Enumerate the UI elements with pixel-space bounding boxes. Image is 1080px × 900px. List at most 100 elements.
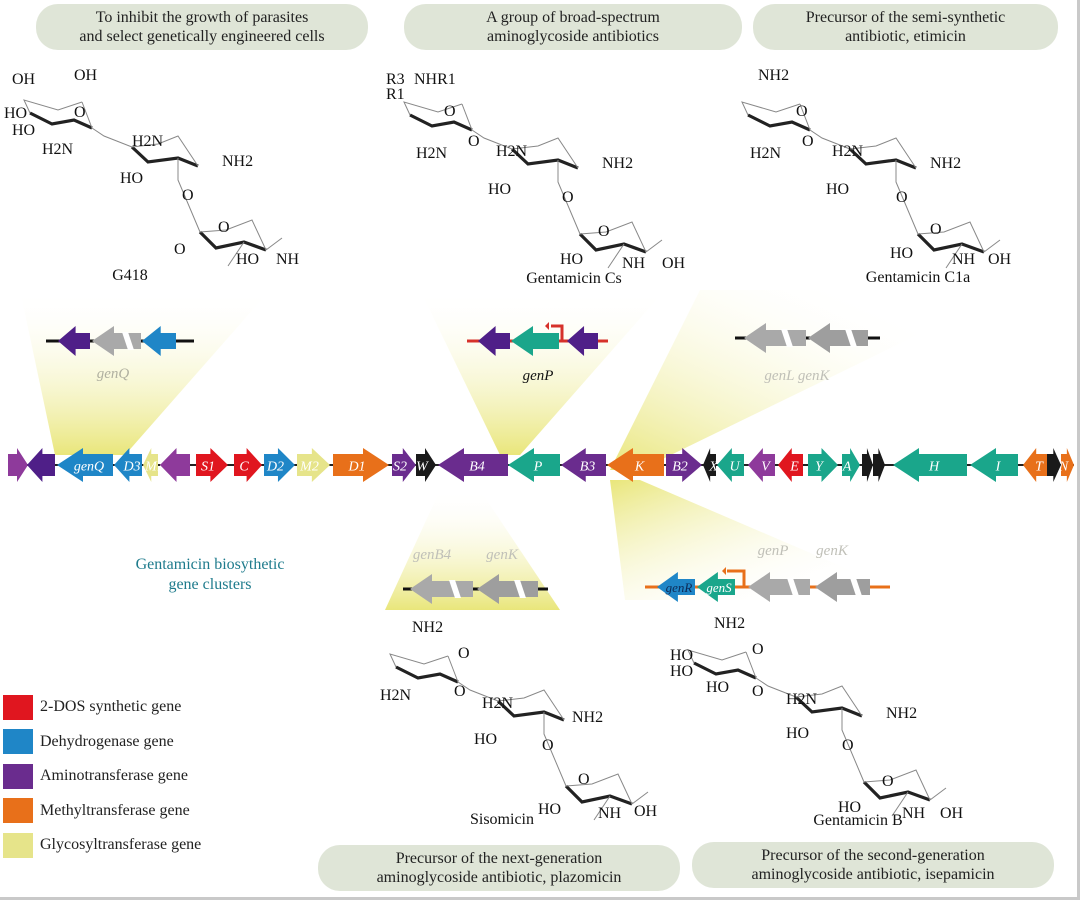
ring-bond-bold (409, 113, 473, 132)
truncation-gap (449, 580, 461, 598)
gene-arrow-D3: D3 (114, 448, 142, 482)
ring-bond-bold (862, 780, 931, 802)
promoter-arrow-icon (727, 569, 746, 587)
inset-g418-caption: genQ (97, 366, 130, 382)
legend-label: Dehydrogenase gene (40, 732, 174, 750)
atom-label: OH (12, 71, 36, 88)
gene-arrow-shape (862, 448, 873, 482)
pill-text-line: antibiotic, etimicin (845, 28, 966, 45)
gene-arrow-shape (160, 448, 190, 482)
atom-label: HO (560, 251, 583, 268)
gene-arrow-shape (842, 448, 860, 482)
ring-bond (795, 685, 863, 717)
atom-label: HO (826, 181, 849, 198)
ring-bond (447, 655, 459, 683)
ring-bond-bold (395, 665, 459, 684)
atom-label: HO (670, 647, 693, 664)
legend-item-glycosyltransferase: Glycosyltransferase gene (3, 828, 201, 863)
gene-arrow-shape (607, 448, 664, 482)
gene-label: B2 (672, 460, 688, 475)
glycosidic-bond (91, 127, 133, 148)
c-methyl-bond (265, 237, 283, 251)
inset-siso-caption-1: genB4 (413, 547, 452, 563)
atom-label: NH (622, 255, 646, 272)
gene-label: genQ (74, 460, 104, 475)
atom-label: NH (952, 251, 976, 268)
atom-label: H2N (482, 695, 514, 712)
inset-gene-shape (657, 572, 695, 602)
ring-bond (81, 101, 93, 129)
atom-label: NH (902, 805, 926, 822)
atom-label: HO (236, 251, 259, 268)
gene-label: C (239, 460, 249, 475)
atom-label: H2N (416, 145, 448, 162)
gene-arrow-B3: B3 (561, 448, 606, 482)
atom-label: NH2 (412, 619, 443, 636)
gene-arrow (1047, 448, 1061, 482)
atom-label: O (598, 223, 610, 240)
gene-arrow-K: K (607, 448, 664, 482)
gene-arrow-A: A (842, 448, 860, 482)
ring-bond-bold (578, 232, 647, 254)
inset-genB-caption-1: genP (758, 543, 789, 559)
pill-genB-usage: Precursor of the second-generation amino… (692, 842, 1054, 888)
pill-text-line: aminoglycoside antibiotic, plazomicin (376, 869, 622, 886)
gene-arrow-H: H (893, 448, 967, 482)
atom-label: H2N (380, 687, 412, 704)
gene-arrow-shape (561, 448, 606, 482)
atom-label: HO (890, 245, 913, 262)
atom-label: NH2 (714, 615, 745, 632)
legend-swatch (3, 763, 33, 789)
frame-border-bottom (0, 897, 1080, 900)
inset-g418-gene-1 (58, 326, 90, 356)
gene-label: V (761, 460, 771, 475)
gene-arrow-shape (666, 448, 702, 482)
atom-label: NH2 (930, 155, 961, 172)
gene-arrow-shape (1023, 448, 1047, 482)
fan-cs (420, 290, 665, 455)
gene-arrow-shape (748, 448, 775, 482)
atom-label: O (802, 133, 814, 150)
gene-arrow-E: E (778, 448, 803, 482)
fan-c1a (610, 290, 1010, 470)
inset-genB-caption-2: genK (816, 543, 849, 559)
inset-c1a-caption: genL genK (764, 368, 830, 384)
inset-siso-gene-genB4 (410, 574, 473, 604)
cluster-title-line: Gentamicin biosythetic (135, 556, 285, 573)
glycosidic-bond (557, 160, 581, 235)
pill-text-line: aminoglycoside antibiotics (487, 28, 659, 45)
gene-label: T (1035, 460, 1044, 475)
pill-text-line: Precursor of the second-generation (761, 847, 985, 864)
gene-arrow-genQ: genQ (57, 448, 113, 482)
gene-arrow-shape (297, 448, 330, 482)
inset-siso-gene-genK (477, 574, 538, 604)
pill-text-line: and select genetically engineered cells (79, 28, 325, 45)
gene-arrow-M2: M2 (297, 448, 330, 482)
gene-arrow-shape (57, 448, 113, 482)
inset-g418-gene-missing (92, 326, 141, 356)
gene-arrow-shape (8, 448, 28, 482)
pill-c1a-usage: Precursor of the semi-synthetic antibiot… (753, 4, 1058, 50)
inset-g418-gene-genQ (142, 326, 176, 356)
gene-label: M1 (144, 460, 164, 475)
atom-label: NH2 (222, 153, 253, 170)
gene-arrow-N: N (1058, 448, 1074, 482)
pill-text-line: Precursor of the next-generation (395, 850, 603, 867)
gene-arrow (27, 448, 55, 482)
truncation-gap (781, 329, 793, 347)
atom-label: HO (4, 105, 27, 122)
atom-label: OH (940, 805, 964, 822)
promoter-arrowhead-icon (722, 567, 726, 575)
glycosidic-bond (177, 158, 201, 233)
inset-cs-gene-genP (511, 326, 559, 356)
atom-label: OH (988, 251, 1012, 268)
legend-swatch (3, 694, 33, 720)
ring-bond (403, 101, 463, 116)
gene-arrow-Y: Y (808, 448, 838, 482)
ring-bond (497, 689, 565, 721)
gene-arrow (8, 448, 28, 482)
legend-label: Methyltransferase gene (40, 801, 190, 819)
